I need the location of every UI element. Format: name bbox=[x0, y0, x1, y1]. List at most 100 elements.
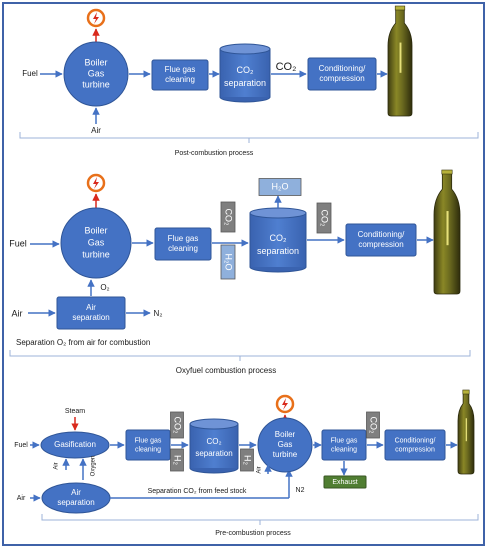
co2-separation-node-mask bbox=[220, 49, 270, 97]
gas-cylinder-icon-1-valve bbox=[394, 5, 406, 11]
oxy-air-separation-text-line-0: Air bbox=[86, 303, 96, 312]
gas-cylinder-icon-1-highlight bbox=[399, 42, 402, 73]
flue-gas-text-line-1: cleaning bbox=[165, 75, 195, 84]
pre-h2-tag-2 bbox=[240, 448, 254, 472]
oxy-co2-vertical-tag-box bbox=[220, 201, 236, 233]
post-combustion-caption: Post-combustion process bbox=[175, 150, 254, 157]
pre-combustion-caption: Pre-combustion process bbox=[215, 530, 291, 537]
oxy-n2-label: N₂ bbox=[154, 309, 163, 318]
pre-boiler-text-line-2: turbine bbox=[273, 450, 298, 459]
co2-separation-node bbox=[219, 43, 271, 103]
pre-h2-tag-2-box bbox=[240, 448, 254, 472]
oxy-conditioning-text-line-0: Conditioning/ bbox=[358, 230, 405, 239]
oxy-co2-vertical-tag bbox=[220, 201, 236, 233]
pre-flue-gas-cleaning-node-2 bbox=[321, 429, 367, 461]
pre-co2-separation-node-top bbox=[189, 418, 239, 430]
oxy-boiler-text-line-2: turbine bbox=[82, 249, 110, 259]
oxy-air-separation-node bbox=[56, 296, 126, 330]
pre-gasification-node bbox=[40, 431, 110, 459]
oxy-o2-label: O₂ bbox=[100, 283, 109, 292]
oxy-co2-separation-node-top bbox=[249, 207, 307, 219]
oxy-h2o-vertical-tag-label: H₂O bbox=[224, 254, 234, 271]
pre-co2-separation-node-mask bbox=[190, 424, 238, 468]
flue-gas-text-line-0: Flue gas bbox=[165, 65, 196, 74]
oxy-co2-right-tag-box bbox=[316, 202, 332, 234]
oxy-separation-note: Separation O₂ from air for combustion bbox=[16, 338, 150, 347]
pre-combustion-bracket bbox=[41, 514, 479, 525]
pre-flue-gas-text-2-line-0: Flue gas bbox=[331, 437, 358, 444]
oxy-co2-separation-node-mask bbox=[250, 213, 306, 267]
co2-stream-label: CO₂ bbox=[276, 61, 297, 73]
oxy-h2o-top-tag bbox=[258, 178, 302, 196]
power-icon-3-bolt bbox=[282, 398, 288, 410]
pre-conditioning-text-line-1: compression bbox=[395, 446, 435, 453]
boiler-gas-turbine-node bbox=[63, 41, 129, 107]
oxy-h2o-top-tag-label: H₂O bbox=[272, 181, 289, 191]
pre-air-separation-text-line-0: Air bbox=[71, 488, 81, 497]
pre-conditioning-text-line-0: Conditioning/ bbox=[395, 437, 436, 444]
power-icon-2-bolt bbox=[93, 177, 99, 189]
gas-cylinder-icon-3-highlight bbox=[465, 418, 467, 442]
oxy-conditioning-text-line-1: compression bbox=[358, 240, 403, 249]
co2-separation-text-line-0: CO₂ bbox=[237, 65, 255, 75]
co2-separation-node-top bbox=[219, 43, 271, 55]
boiler-text-line-2: turbine bbox=[82, 79, 110, 89]
pre-separation-note: Separation CO₂ from feed stock bbox=[148, 488, 247, 495]
pre-h2-tag-1 bbox=[170, 448, 184, 472]
pre-co2-tag-2 bbox=[366, 411, 380, 439]
oxy-h2o-vertical-tag bbox=[220, 244, 236, 280]
pre-co2-tag-1-label: CO₂ bbox=[173, 417, 183, 435]
gas-cylinder-icon-2 bbox=[433, 169, 461, 295]
pre-flue-gas-text-1-line-0: Flue gas bbox=[135, 437, 162, 444]
pre-steam-label: Steam bbox=[65, 408, 85, 415]
pre-flue-gas-text-2-line-1: cleaning bbox=[331, 446, 357, 453]
oxy-h2o-top-tag-box bbox=[258, 178, 302, 196]
oxy-boiler-text-line-0: Boiler bbox=[84, 225, 107, 235]
oxy-boiler-gas-turbine-node bbox=[60, 207, 132, 279]
conditioning-text-line-1: compression bbox=[319, 74, 364, 83]
pre-boiler-air-label: Air bbox=[257, 466, 263, 473]
pre-h2-tag-1-box bbox=[170, 448, 184, 472]
pre-boiler-text-line-1: Gas bbox=[278, 440, 293, 449]
pre-gas-air-label: Air bbox=[54, 462, 60, 469]
gas-cylinder-icon-2-highlight bbox=[446, 211, 449, 246]
oxy-flue-gas-text-line-0: Flue gas bbox=[168, 234, 199, 243]
gas-cylinder-icon-2-valve bbox=[441, 169, 453, 175]
pre-boiler-gas-turbine-node bbox=[257, 417, 313, 473]
pre-air-separation-text-line-1: separation bbox=[57, 498, 94, 507]
oxy-fuel-label: Fuel bbox=[9, 238, 27, 248]
oxy-flue-gas-cleaning-node bbox=[154, 227, 212, 261]
pre-n2-label: N2 bbox=[296, 487, 305, 494]
oxy-air-separation-text-line-1: separation bbox=[72, 313, 109, 322]
air-label: Air bbox=[91, 126, 101, 135]
pre-co2-tag-2-box bbox=[366, 411, 380, 439]
power-icon-bolt bbox=[93, 12, 99, 24]
pre-exhaust-node bbox=[323, 475, 367, 489]
fuel-label: Fuel bbox=[22, 69, 38, 78]
oxy-air-label: Air bbox=[12, 308, 23, 318]
oxy-co2-right-tag bbox=[316, 202, 332, 234]
conditioning-text-line-0: Conditioning/ bbox=[319, 64, 366, 73]
pre-co2-tag-1-box bbox=[170, 411, 184, 439]
pre-flue-gas-text-1-line-1: cleaning bbox=[135, 446, 161, 453]
flue-gas-cleaning-node bbox=[151, 59, 209, 91]
pre-gasification-text: Gasification bbox=[54, 440, 96, 449]
oxy-flue-gas-text-line-1: cleaning bbox=[168, 244, 198, 253]
oxy-co2-separation-text-line-1: separation bbox=[257, 246, 299, 256]
gas-cylinder-icon-1 bbox=[387, 5, 413, 117]
power-icon bbox=[86, 8, 106, 28]
oxy-h2o-vertical-tag-box bbox=[220, 244, 236, 280]
pre-fuel-label: Fuel bbox=[14, 442, 28, 449]
pre-h2-tag-1-label: H₂ bbox=[173, 455, 183, 465]
oxy-co2-separation-node bbox=[249, 207, 307, 273]
pre-co2-separation-text-line-0: CO₂ bbox=[206, 437, 221, 446]
pre-co2-tag-2-label: CO₂ bbox=[369, 417, 379, 435]
oxy-co2-vertical-tag-label: CO₂ bbox=[224, 209, 234, 227]
boiler-text-line-0: Boiler bbox=[84, 57, 107, 67]
co2-separation-text-line-1: separation bbox=[224, 78, 266, 88]
pre-conditioning-compression-node bbox=[384, 429, 446, 461]
diagram-border bbox=[2, 2, 485, 546]
pre-co2-separation-node bbox=[189, 418, 239, 474]
pre-co2-separation-text-line-1: separation bbox=[195, 449, 232, 458]
